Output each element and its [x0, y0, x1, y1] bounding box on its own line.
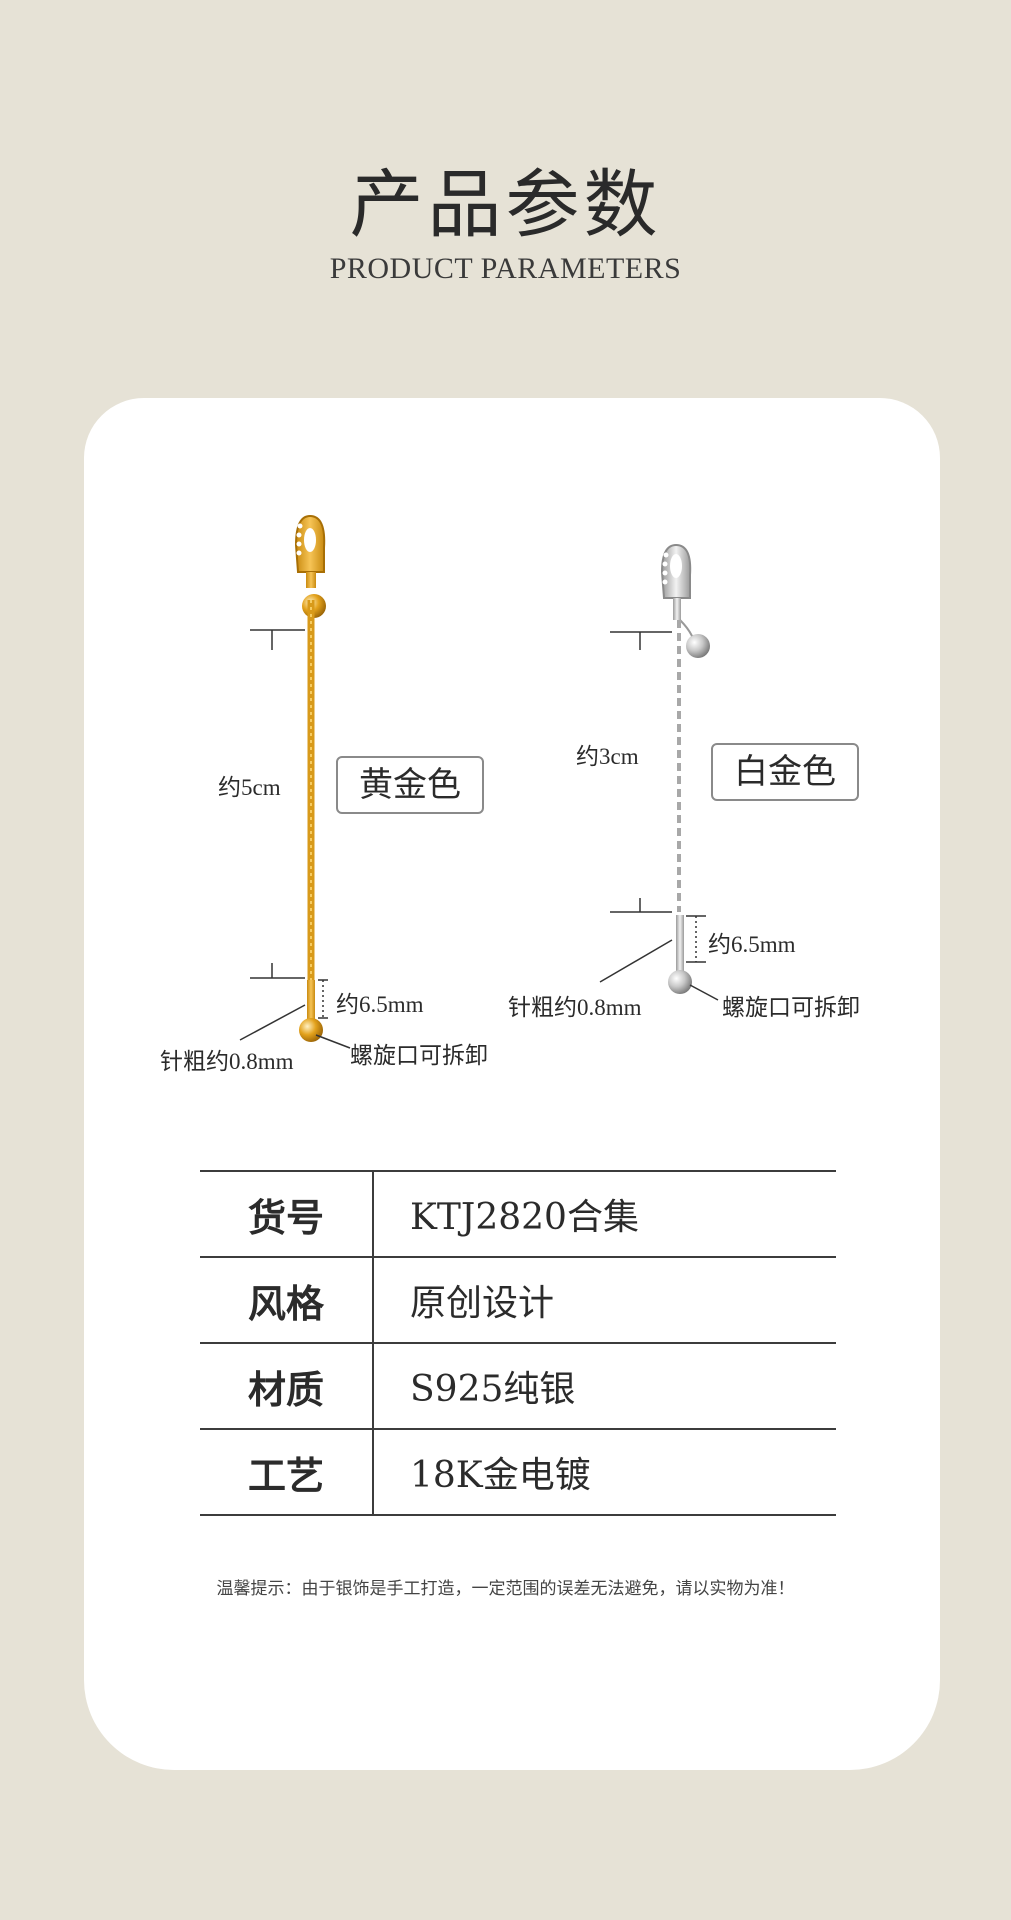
table-row: 货号 KTJ2820合集	[200, 1170, 836, 1258]
table-row: 工艺 18K金电镀	[200, 1428, 836, 1516]
silver-length-label: 约3cm	[576, 744, 639, 769]
spec-key: 风格	[200, 1256, 374, 1344]
disclaimer-note: 温馨提示：由于银饰是手工打造，一定范围的误差无法避免，请以实物为准！	[216, 1579, 795, 1599]
silver-screw-label: 螺旋口可拆卸	[722, 995, 860, 1020]
silver-needle-thickness-label: 针粗约0.8mm	[508, 995, 642, 1020]
spec-key: 材质	[200, 1342, 374, 1430]
spec-key: 货号	[200, 1170, 374, 1258]
silver-color-tag: 白金色	[711, 743, 859, 801]
product-card	[84, 398, 940, 1770]
silver-dimension-lines	[599, 631, 719, 1001]
silver-pendant	[660, 543, 710, 994]
gold-dimension-lines	[239, 629, 351, 1049]
gold-needle-thickness-label: 针粗约0.8mm	[160, 1049, 294, 1074]
gold-color-tag: 黄金色	[336, 756, 484, 814]
table-row: 风格 原创设计	[200, 1256, 836, 1344]
gold-screw-label: 螺旋口可拆卸	[350, 1043, 488, 1068]
gold-length-label: 约5cm	[218, 775, 281, 800]
silver-needle-length-label: 约6.5mm	[708, 932, 796, 957]
table-row: 材质 S925纯银	[200, 1342, 836, 1430]
spec-value: 原创设计	[373, 1256, 836, 1344]
spec-key: 工艺	[200, 1428, 374, 1516]
spec-value: KTJ2820合集	[373, 1170, 836, 1258]
spec-value: 18K金电镀	[373, 1428, 836, 1516]
spec-table: 货号 KTJ2820合集 风格 原创设计 材质 S925纯银 工艺 18K金电镀	[200, 1170, 836, 1516]
page-subtitle: PRODUCT PARAMETERS	[329, 252, 682, 285]
gold-needle-length-label: 约6.5mm	[336, 992, 424, 1017]
spec-value: S925纯银	[373, 1342, 836, 1430]
page-title: 产品参数	[349, 162, 662, 248]
gold-pendant	[294, 514, 326, 1042]
